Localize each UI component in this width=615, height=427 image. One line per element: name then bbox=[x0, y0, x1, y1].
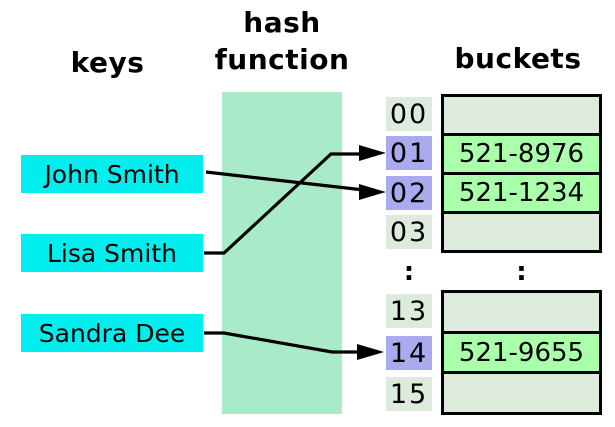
hash-function-heading-line2: function bbox=[214, 43, 350, 76]
index-cell-01: 01 bbox=[386, 136, 432, 170]
index-cell-02: 02 bbox=[386, 176, 432, 210]
index-cell-03: 03 bbox=[386, 215, 432, 249]
bucket-ellipsis: : bbox=[516, 257, 527, 287]
index-cell-14: 14 bbox=[386, 336, 432, 370]
bucket-row-03 bbox=[444, 214, 599, 250]
arrow-sandra-dee-to-14-head bbox=[357, 344, 384, 360]
key-john-smith: John Smith bbox=[21, 155, 203, 193]
key-sandra-dee: Sandra Dee bbox=[21, 314, 203, 352]
bucket-row-01: 521-8976 bbox=[444, 136, 599, 175]
index-cell-15: 15 bbox=[386, 377, 432, 411]
bucket-table-top: 521-8976 521-1234 bbox=[441, 94, 602, 253]
hash-function-box bbox=[222, 92, 342, 414]
bucket-row-15 bbox=[444, 374, 599, 413]
bucket-table-bottom: 521-9655 bbox=[441, 290, 602, 415]
index-cell-13: 13 bbox=[386, 294, 432, 328]
bucket-row-14: 521-9655 bbox=[444, 333, 599, 375]
hash-function-heading: hash function bbox=[200, 4, 364, 78]
hash-function-heading-line1: hash bbox=[243, 6, 321, 39]
arrow-lisa-smith-to-01-head bbox=[359, 145, 386, 161]
arrow-john-smith-to-02-head bbox=[359, 184, 386, 200]
bucket-row-02: 521-1234 bbox=[444, 175, 599, 214]
bucket-row-13 bbox=[444, 293, 599, 334]
buckets-heading: buckets bbox=[454, 42, 582, 75]
bucket-row-00 bbox=[444, 97, 599, 136]
index-ellipsis: : bbox=[403, 257, 415, 287]
key-lisa-smith: Lisa Smith bbox=[21, 234, 203, 272]
index-cell-00: 00 bbox=[386, 97, 432, 131]
keys-heading: keys bbox=[70, 46, 145, 79]
